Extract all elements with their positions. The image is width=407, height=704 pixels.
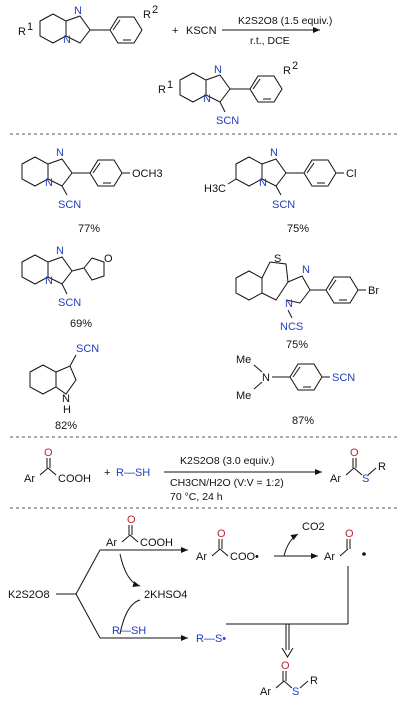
ex5-nh: N (62, 393, 70, 405)
scheme1-cond-above: K2S2O8 (1.5 equiv.) (238, 15, 332, 27)
mech-carboxyl-radical (211, 539, 229, 557)
ex4-n-bridge: N (285, 298, 293, 310)
example-5-structure (29, 354, 77, 395)
mech-acyl-ar: Ar (324, 551, 335, 563)
example-3-structure (21, 254, 105, 295)
ex2-n-top: N (270, 147, 278, 159)
ex4-ring-atom: S (274, 253, 281, 265)
mech-acid-ar: Ar (106, 537, 117, 549)
scheme2-cond-below2: 70 °C, 24 h (170, 491, 223, 503)
scheme2-plus: + (104, 467, 110, 479)
ex2-group: SCN (272, 199, 295, 211)
mech-acyl-dot (362, 552, 366, 556)
mech-acid-cooh: COOH (140, 537, 173, 549)
ex3-hetero: O (104, 253, 113, 265)
ex3-n-bridge: N (45, 275, 53, 287)
scheme2-ar: Ar (24, 473, 35, 485)
ksc-reagent: KSCN (186, 25, 217, 37)
ex4-n-top: N (302, 264, 310, 276)
scheme2-prod-s: S (362, 473, 369, 485)
mech-rad-o: O (217, 528, 226, 540)
mech-oxidant: K2S2O8 (8, 589, 50, 601)
product-scn: SCN (216, 115, 239, 127)
r1-sup: 1 (27, 21, 33, 33)
r2-sup: 2 (152, 4, 158, 16)
ex2-substituent: Cl (346, 168, 356, 180)
scheme2-cond-below1: CH3CN/H2O (V:V = 1:2) (170, 477, 284, 489)
product-r2: R (283, 65, 291, 77)
mech-thiol: R—SH (112, 625, 146, 637)
scheme2-cond-above: K2S2O8 (3.0 equiv.) (180, 455, 274, 467)
scheme2-prod-ar: Ar (330, 473, 341, 485)
ex5-group: SCN (76, 343, 99, 355)
example-1-structure (21, 156, 130, 196)
n-top-1: N (74, 5, 82, 17)
example-4-structure (235, 261, 366, 319)
ex2-yield: 75% (287, 223, 309, 235)
mech-rad-coo: COO• (230, 551, 259, 563)
mech-rad-ar: Ar (196, 551, 207, 563)
mech-acid-o: O (127, 514, 136, 526)
mech-co2-arrow (283, 533, 299, 557)
mech-acyl-o: O (345, 528, 354, 540)
n-bridge-1: N (63, 34, 71, 46)
mech-combine (226, 566, 349, 658)
scheme2-product (345, 458, 377, 476)
mech-byproduct: 2KHSO4 (144, 589, 187, 601)
mech-final-product (275, 671, 309, 689)
n-top-2: N (214, 64, 222, 76)
ex1-substituent: OCH3 (132, 168, 163, 180)
scheme2-acid: COOH (58, 473, 91, 485)
product-r1: R (158, 84, 166, 96)
ex4-yield: 75% (286, 339, 308, 351)
product-r2-sup: 2 (292, 60, 298, 72)
mech-thiyl: R—S• (196, 633, 226, 645)
example-6-structure (253, 363, 330, 391)
mech-acid (121, 525, 139, 543)
ex1-group: SCN (58, 199, 81, 211)
ex5-h: H (63, 404, 71, 416)
mech-acyl-radical (339, 539, 351, 557)
scheme2-thiol: R—SH (116, 467, 150, 479)
scheme2-prod-o: O (350, 447, 359, 459)
ex2-n-bridge: N (259, 177, 267, 189)
mech-co2: CO2 (302, 521, 325, 533)
scheme2-o: O (44, 447, 53, 459)
scheme1-product (179, 72, 283, 113)
plus-1: + (172, 25, 178, 37)
mech-final-o: O (281, 660, 290, 672)
r2-label: R (143, 9, 151, 21)
ex1-yield: 77% (78, 223, 100, 235)
ex6-me2: Me (236, 390, 251, 402)
r1-label: R (18, 26, 26, 38)
ex6-n: N (262, 372, 270, 384)
mech-final-ar: Ar (260, 686, 271, 698)
scheme1-reactant (39, 13, 143, 44)
mech-final-s: S (292, 686, 299, 698)
ex3-yield: 69% (70, 318, 92, 330)
ex6-yield: 87% (292, 415, 314, 427)
scheme2-prod-r: R (378, 461, 386, 473)
ex6-group: SCN (332, 372, 355, 384)
ex5-yield: 82% (55, 420, 77, 432)
n-bridge-2: N (203, 93, 211, 105)
scheme1-cond-below: r.t., DCE (250, 35, 290, 47)
ex1-n-top: N (56, 147, 64, 159)
ex1-n-bridge: N (45, 177, 53, 189)
mech-branches (56, 547, 188, 641)
ex4-substituent: Br (368, 285, 379, 297)
mech-final-r: R (310, 675, 318, 687)
ex4-group: NCS (280, 321, 303, 333)
example-2-structure (227, 156, 344, 196)
ex3-group: SCN (58, 297, 81, 309)
ex2-prefix: H3C (204, 183, 226, 195)
ex6-me1: Me (236, 354, 251, 366)
ex3-n-top: N (56, 245, 64, 257)
product-r1-sup: 1 (167, 79, 173, 91)
scheme2-acid (39, 458, 57, 476)
